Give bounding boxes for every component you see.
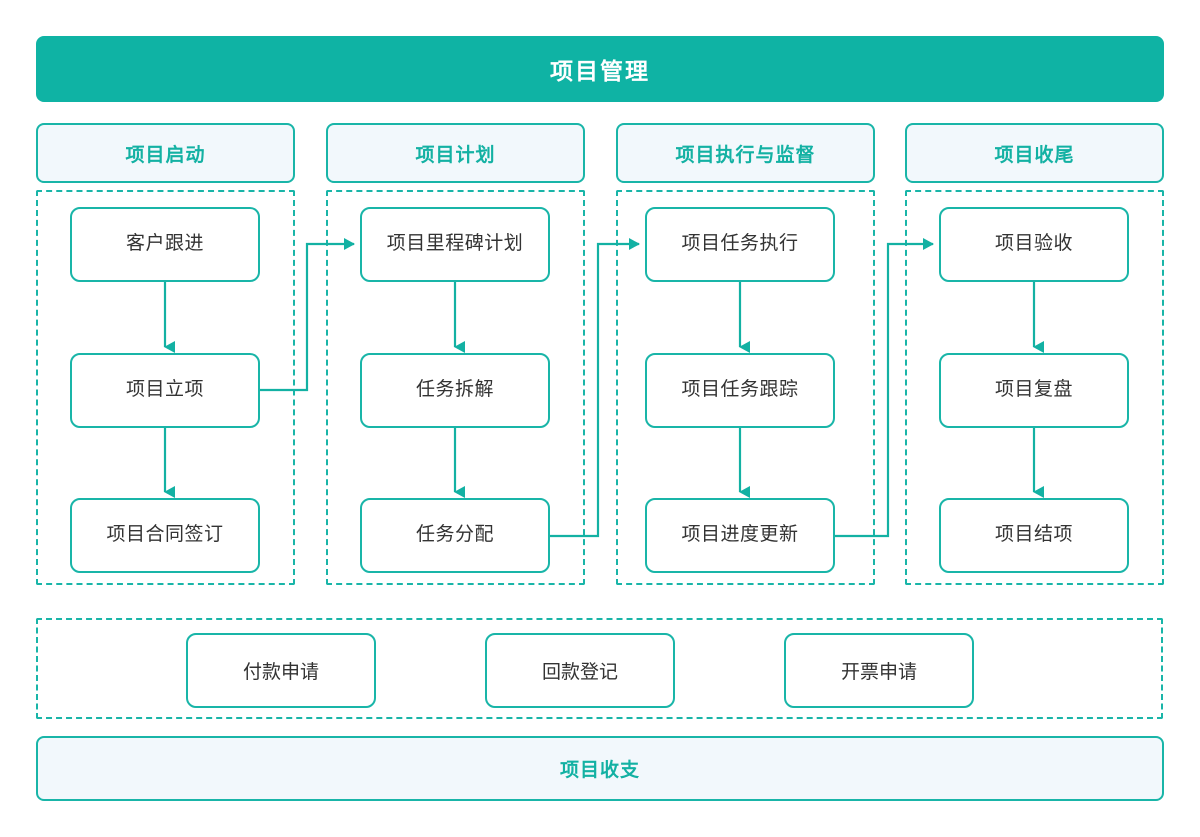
- node-task-assignment[interactable]: 任务分配: [360, 498, 550, 573]
- node-invoice-request[interactable]: 开票申请: [784, 633, 974, 708]
- node-label: 开票申请: [840, 662, 917, 683]
- node-label: 回款登记: [541, 662, 618, 683]
- node-project-progress-update[interactable]: 项目进度更新: [645, 498, 835, 573]
- node-label: 项目合同签订: [106, 524, 224, 546]
- phase-header-project-execution-monitoring[interactable]: 项目执行与监督: [616, 123, 875, 183]
- node-label: 项目任务执行: [681, 233, 799, 255]
- node-label: 任务分配: [415, 524, 494, 546]
- node-label: 任务拆解: [415, 379, 494, 401]
- phase-header-label: 项目计划: [415, 144, 496, 166]
- node-label: 付款申请: [242, 662, 319, 683]
- phase-header-project-initiation[interactable]: 项目启动: [36, 123, 295, 183]
- phase-header-label: 项目执行与监督: [675, 144, 816, 166]
- node-project-review[interactable]: 项目复盘: [939, 353, 1129, 428]
- footer-label: 项目收支: [559, 760, 640, 781]
- finance-band: [36, 618, 1163, 719]
- node-project-contract-signing[interactable]: 项目合同签订: [70, 498, 260, 573]
- node-label: 项目进度更新: [681, 524, 799, 546]
- node-project-closeout[interactable]: 项目结项: [939, 498, 1129, 573]
- footer-bar-project-income-expense[interactable]: 项目收支: [36, 736, 1164, 801]
- node-payment-request[interactable]: 付款申请: [186, 633, 376, 708]
- node-label: 项目里程碑计划: [386, 233, 524, 255]
- node-project-task-execution[interactable]: 项目任务执行: [645, 207, 835, 282]
- node-label: 项目立项: [125, 379, 204, 401]
- diagram-title: 项目管理: [550, 58, 650, 84]
- node-label: 项目结项: [994, 524, 1073, 546]
- node-customer-followup[interactable]: 客户跟进: [70, 207, 260, 282]
- node-label: 项目任务跟踪: [681, 379, 799, 401]
- phase-header-label: 项目收尾: [994, 144, 1075, 166]
- phase-header-label: 项目启动: [125, 144, 206, 166]
- node-project-task-tracking[interactable]: 项目任务跟踪: [645, 353, 835, 428]
- node-project-acceptance[interactable]: 项目验收: [939, 207, 1129, 282]
- phase-header-project-closure[interactable]: 项目收尾: [905, 123, 1164, 183]
- diagram-title-bar: 项目管理: [36, 36, 1164, 102]
- node-project-milestone-plan[interactable]: 项目里程碑计划: [360, 207, 550, 282]
- node-label: 客户跟进: [125, 233, 204, 255]
- node-label: 项目验收: [994, 233, 1073, 255]
- node-task-breakdown[interactable]: 任务拆解: [360, 353, 550, 428]
- node-label: 项目复盘: [994, 379, 1073, 401]
- phase-header-project-planning[interactable]: 项目计划: [326, 123, 585, 183]
- node-project-initiation-approval[interactable]: 项目立项: [70, 353, 260, 428]
- node-payment-receipt-registration[interactable]: 回款登记: [485, 633, 675, 708]
